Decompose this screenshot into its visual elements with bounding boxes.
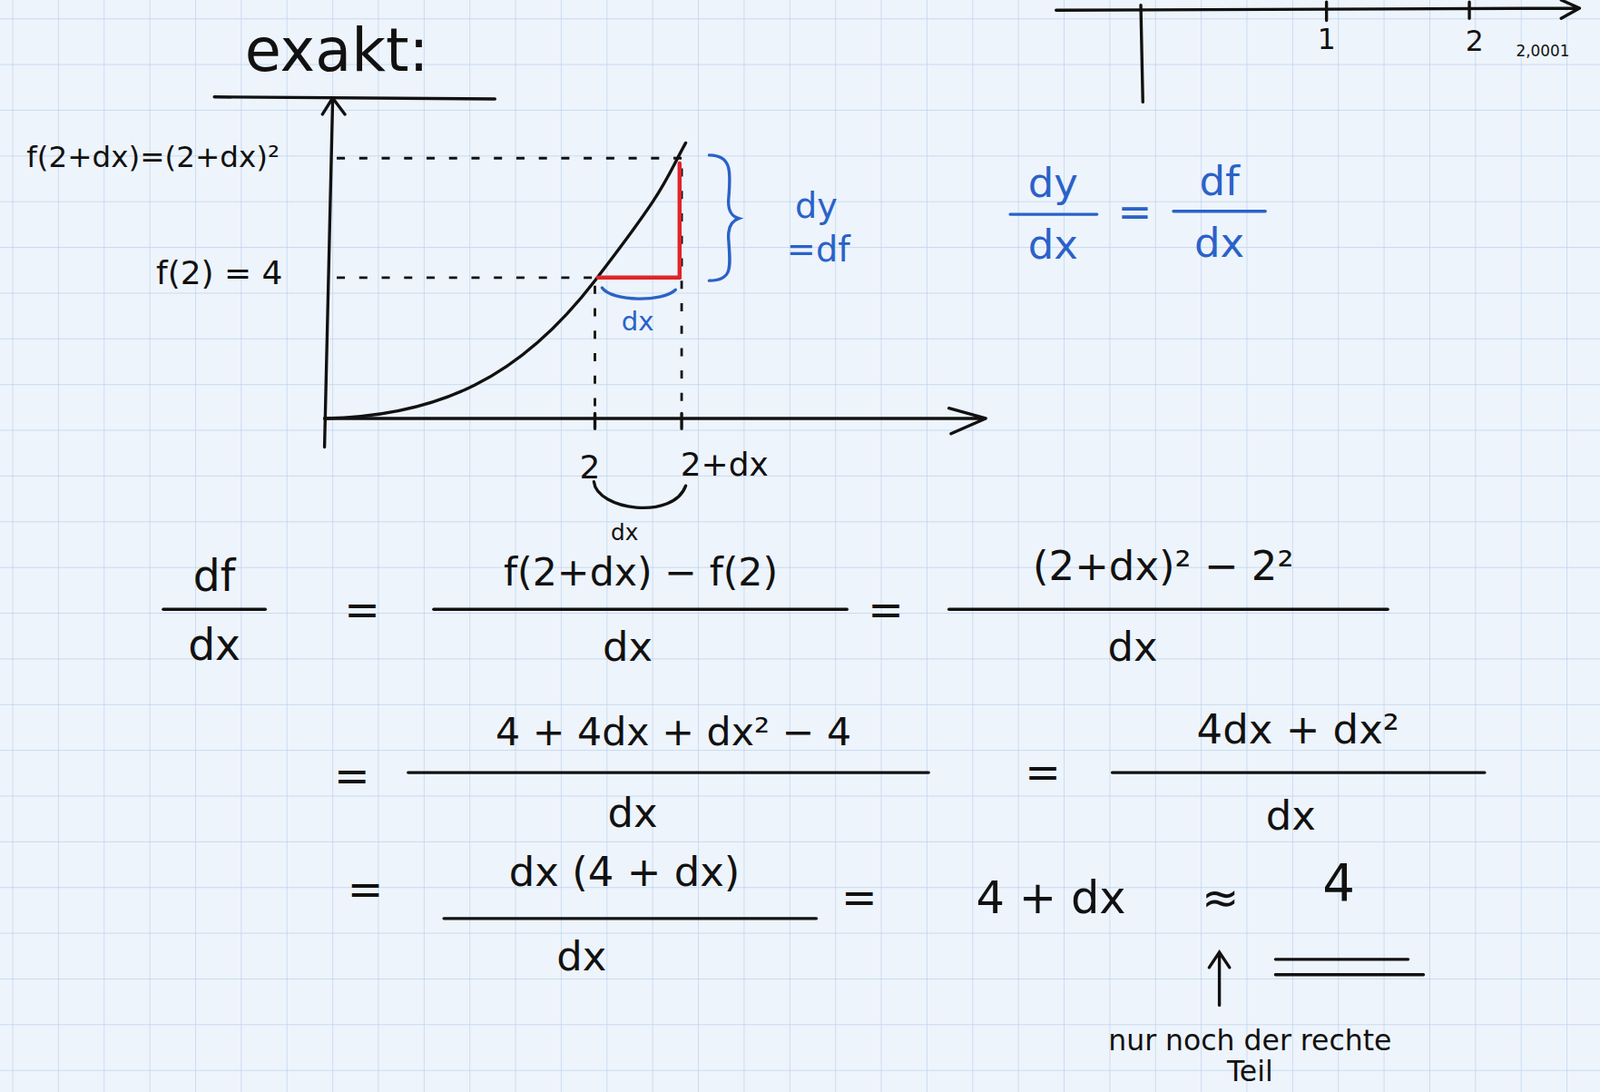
fraction-bar: [1173, 209, 1266, 213]
axis-value: f(2+dx)=(2+dx)²: [26, 141, 280, 175]
equals-sign: =: [333, 752, 371, 800]
tick-label: 1: [1317, 22, 1336, 55]
title-underline: [214, 97, 495, 99]
numerator: f(2+dx) − f(2): [503, 549, 778, 593]
dy-step: [677, 163, 682, 278]
fraction-bar: [433, 608, 847, 611]
axis-value: f(2) = 4: [156, 255, 284, 293]
double-underline: [1275, 959, 1424, 975]
number-line-ticks: [1326, 1, 1470, 20]
numerator: df: [193, 552, 236, 600]
fraction-bar: [163, 608, 266, 611]
title: exakt:: [245, 18, 430, 84]
number-line-origin: [1140, 5, 1143, 103]
numerator: 4 + 4dx + dx² − 4: [495, 710, 852, 754]
equals-sign: =: [1024, 748, 1061, 796]
equals-sign: =: [1117, 189, 1152, 235]
numerator: (2+dx)² − 2²: [1032, 543, 1294, 589]
fraction-bar: [408, 770, 929, 774]
guide-line: [336, 275, 595, 279]
fraction-bar: [1112, 770, 1485, 774]
df-label: =df: [786, 230, 851, 269]
dy-brace: [708, 155, 739, 281]
result: 4 + dx: [976, 873, 1127, 923]
numerator: 4dx + dx²: [1197, 706, 1400, 752]
parabola-curve: [324, 142, 687, 419]
axis-value: 2: [579, 449, 600, 486]
x-axis: [324, 408, 987, 434]
equals-sign: =: [867, 586, 904, 634]
axis-ticks: [595, 412, 683, 429]
tick-label: 2: [1465, 25, 1484, 58]
equals-sign: =: [343, 586, 381, 634]
denominator: dx: [1266, 794, 1316, 839]
result: 4: [1322, 855, 1355, 913]
approx-sign: ≈: [1201, 873, 1239, 923]
number-line: [1056, 0, 1581, 19]
equals-sign: =: [841, 873, 878, 922]
denominator: dx: [556, 933, 607, 979]
denominator: dx: [1028, 222, 1079, 267]
dx-step: [598, 275, 680, 280]
equals-sign: =: [347, 865, 384, 913]
fraction-bar: [1010, 212, 1098, 216]
numerator: df: [1198, 158, 1239, 204]
dx-brace: [593, 481, 686, 509]
denominator: dx: [1107, 624, 1158, 669]
dx-label: dx: [610, 520, 639, 545]
guide-line: [593, 285, 597, 414]
fraction-bar: [949, 608, 1388, 611]
numerator: dy: [1028, 161, 1079, 207]
dy-label: dy: [795, 186, 838, 226]
dx-label: dx: [621, 306, 655, 336]
guide-line: [336, 157, 682, 160]
denominator: dx: [602, 624, 653, 669]
denominator: dx: [608, 790, 658, 835]
note-arrow: [1208, 952, 1229, 1005]
fraction-bar: [443, 916, 816, 920]
y-axis: [322, 98, 345, 448]
dx-arc: [601, 287, 676, 299]
denominator: dx: [1194, 220, 1245, 266]
axis-value: 2+dx: [680, 446, 769, 483]
tick-label: 2,0001: [1516, 42, 1571, 60]
numerator: dx (4 + dx): [509, 850, 741, 895]
denominator: dx: [187, 621, 241, 669]
note: nur noch der rechte Teil: [1107, 1024, 1394, 1088]
